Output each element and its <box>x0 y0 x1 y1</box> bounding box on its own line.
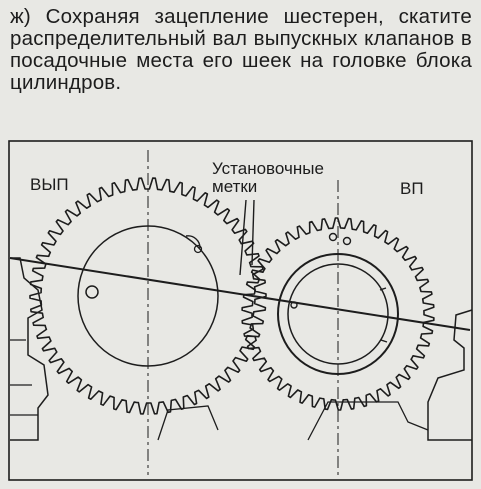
head-step-left <box>10 339 38 416</box>
instruction-text: ж) Сохраняя зацепление шестерен, скатите… <box>10 5 472 94</box>
gear-right-teeth <box>241 217 435 411</box>
timing-marks-label-line1: Установочные <box>212 159 324 178</box>
gear-left-teeth <box>29 177 267 415</box>
intake-label: ВП <box>400 179 424 198</box>
intake-camshaft-gear <box>241 217 435 411</box>
timing-marks-label-line2: метки <box>212 177 258 196</box>
head-lower-right <box>307 401 429 441</box>
gear-diagram <box>8 140 473 481</box>
intake-gear-hole-2 <box>342 236 352 246</box>
head-lower-left <box>157 405 219 441</box>
intake-gear-hole-1 <box>328 232 338 242</box>
head-outline-right <box>427 309 473 441</box>
camshaft-gear-figure: ВЫП ВП Установочные метки <box>8 140 473 481</box>
exhaust-gear-mark-dot <box>193 244 203 254</box>
alignment-line <box>9 257 471 331</box>
marks-leader-1 <box>239 199 247 276</box>
timing-marks-label: Установочные метки <box>212 160 324 196</box>
exhaust-label: ВЫП <box>30 175 69 194</box>
head-outline-left <box>10 257 49 441</box>
intake-gear-ring-gap <box>379 287 388 343</box>
marks-leader-2 <box>251 199 255 266</box>
exhaust-gear-hole <box>85 285 99 299</box>
exhaust-camshaft-gear <box>29 177 267 415</box>
